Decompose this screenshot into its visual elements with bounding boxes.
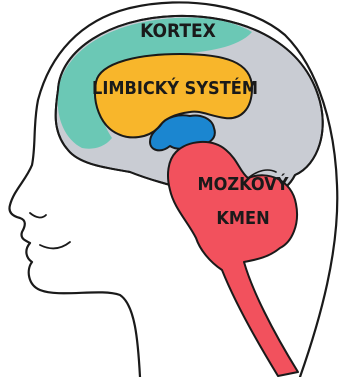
limbic-system-label: LIMBICKÝ SYSTÉM bbox=[92, 77, 258, 99]
brainstem-label-line2: KMEN bbox=[216, 208, 269, 229]
cortex-label: KORTEX bbox=[140, 20, 216, 42]
brainstem-label-line1: MOZKOVÝ bbox=[198, 173, 289, 195]
